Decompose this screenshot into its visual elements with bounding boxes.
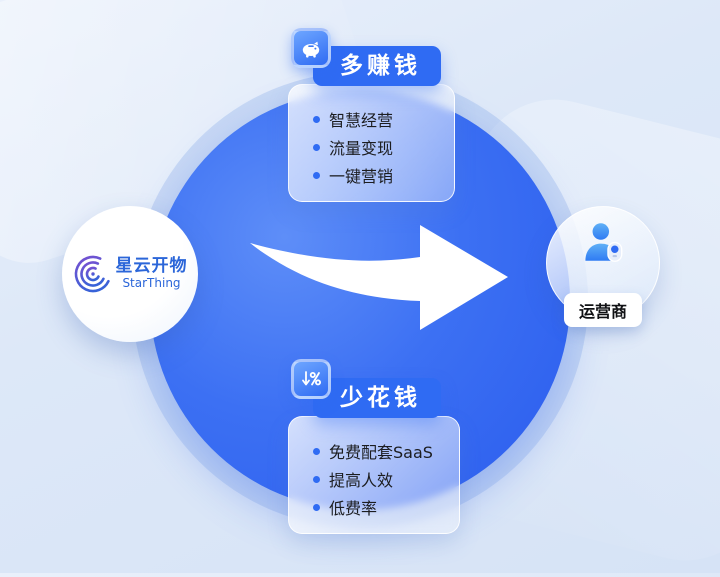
benefit-text: 提高人效 xyxy=(329,471,394,490)
benefit-item: 智慧经营 xyxy=(313,105,440,133)
benefit-item: 低费率 xyxy=(313,493,445,521)
card-title-earn-more: 多赚钱 xyxy=(313,46,441,86)
operator-node: 运营商 xyxy=(546,206,660,327)
benefit-text: 智慧经营 xyxy=(329,111,394,130)
brand-name-en: StarThing xyxy=(122,275,181,290)
brand-node: 星云开物 StarThing xyxy=(62,206,198,342)
benefit-item: 一键营销 xyxy=(313,161,440,189)
benefit-list: 智慧经营 流量变现 一键营销 xyxy=(313,105,440,189)
benefit-text: 流量变现 xyxy=(329,139,394,158)
benefit-item: 提高人效 xyxy=(313,465,445,493)
benefit-text: 低费率 xyxy=(329,499,378,518)
starthing-swirl-icon xyxy=(74,255,110,293)
bullet-dot xyxy=(313,503,320,511)
benefit-item: 流量变现 xyxy=(313,133,440,161)
operator-label: 运营商 xyxy=(563,293,643,327)
brand-text: 星云开物 StarThing xyxy=(116,257,188,290)
bullet-dot xyxy=(313,143,320,151)
bullet-dot xyxy=(313,447,320,455)
brand-logo: 星云开物 StarThing xyxy=(73,254,188,294)
discount-down-icon xyxy=(291,359,331,399)
operator-person-icon xyxy=(585,223,623,262)
benefit-item: 免费配套SaaS xyxy=(313,437,445,465)
card-title-spend-less: 少花钱 xyxy=(313,378,441,418)
bullet-dot xyxy=(313,171,320,179)
piggy-bank-icon xyxy=(291,28,331,68)
bullet-dot xyxy=(313,475,320,483)
operator-icon-wrap xyxy=(547,220,659,264)
card-earn-more: 智慧经营 流量变现 一键营销 xyxy=(288,84,455,202)
benefit-text: 免费配套SaaS xyxy=(329,443,433,462)
brand-name-cn: 星云开物 xyxy=(115,256,188,277)
piggy-bank-glyph xyxy=(302,41,320,58)
bullet-dot xyxy=(313,115,320,123)
benefit-text: 一键营销 xyxy=(329,167,394,186)
card-spend-less: 免费配套SaaS 提高人效 低费率 xyxy=(288,416,460,534)
benefit-list: 免费配套SaaS 提高人效 低费率 xyxy=(313,437,445,521)
discount-down-glyph xyxy=(302,371,321,386)
